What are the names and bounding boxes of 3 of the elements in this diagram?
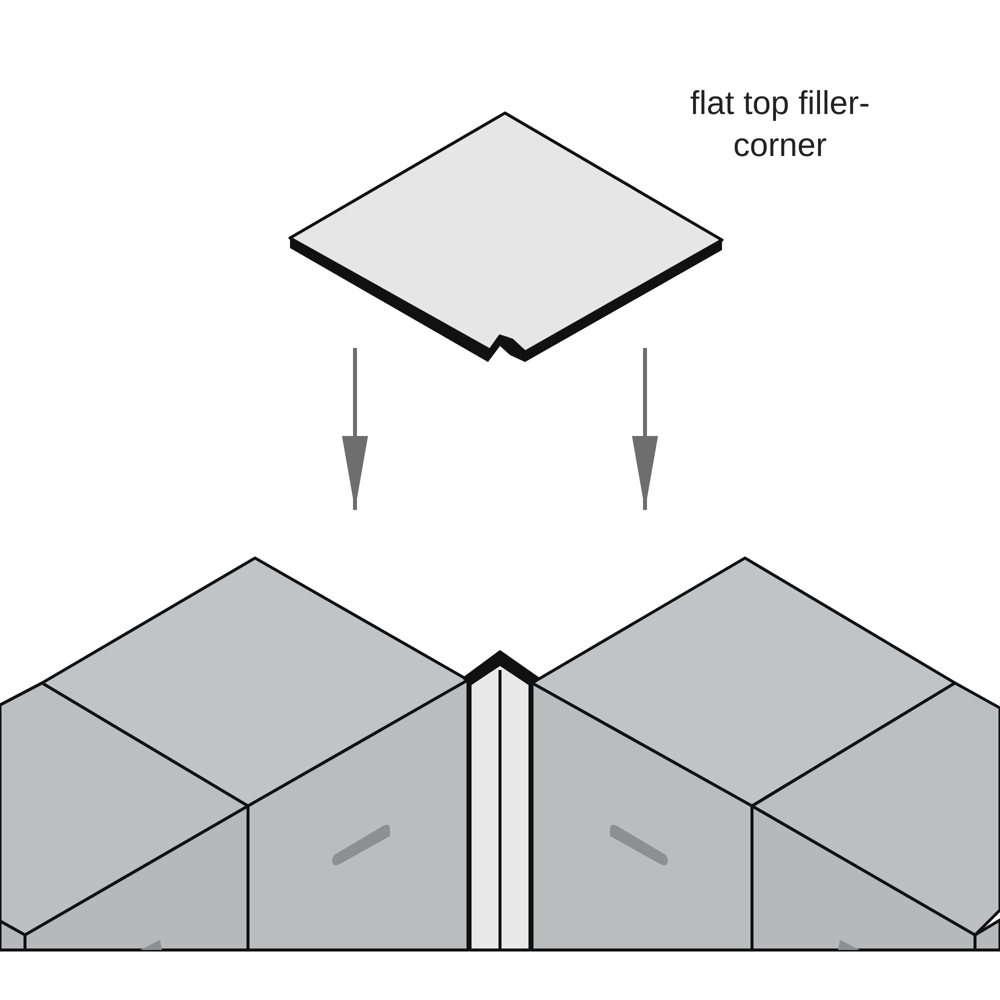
part-label: flat top filler-corner (689, 83, 871, 165)
arrow (632, 348, 658, 510)
arrow (342, 348, 368, 510)
